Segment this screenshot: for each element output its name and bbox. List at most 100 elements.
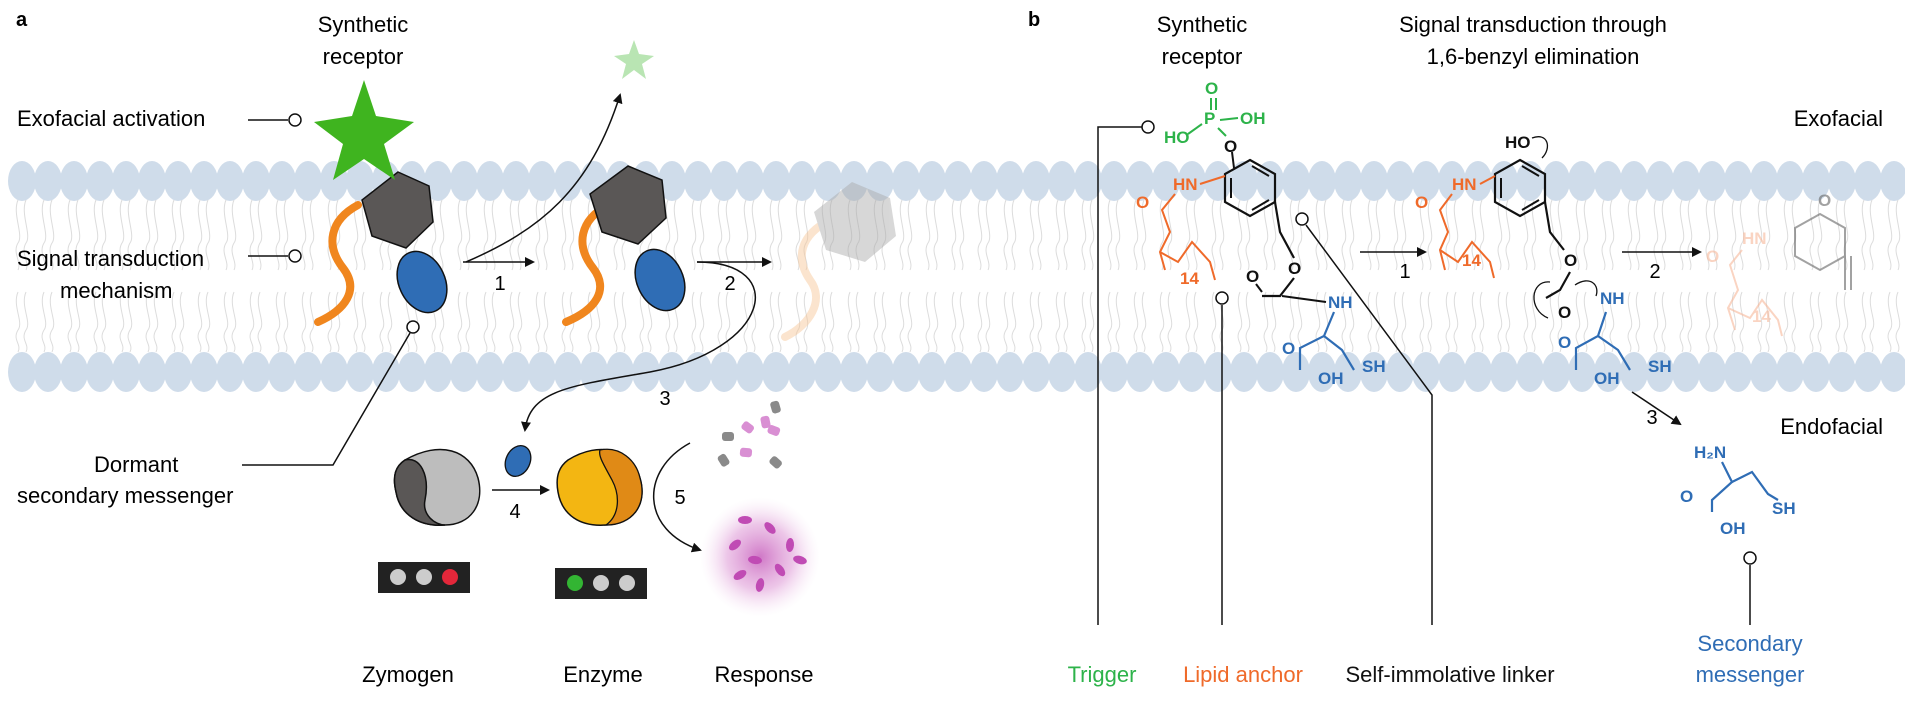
membrane-tail bbox=[257, 291, 263, 353]
membrane-head bbox=[450, 352, 478, 392]
membrane-head bbox=[1828, 161, 1856, 201]
membrane-tail bbox=[361, 199, 367, 271]
membrane-head bbox=[1438, 161, 1466, 201]
ellipse-icon bbox=[504, 444, 532, 478]
response-particle bbox=[738, 516, 752, 524]
label-signal-line2: mechanism bbox=[60, 278, 172, 303]
membrane-tail bbox=[491, 199, 497, 271]
panel-a-title-line2: receptor bbox=[323, 44, 404, 69]
membrane-tail bbox=[23, 291, 29, 353]
membrane-head bbox=[216, 161, 244, 201]
membrane-tail bbox=[483, 291, 489, 353]
molecule-cysteine: H₂N O OH SH bbox=[1680, 443, 1796, 538]
hexagon-icon bbox=[589, 165, 667, 245]
membrane-head bbox=[1204, 352, 1232, 392]
response-particle bbox=[774, 563, 786, 577]
membrane-tail bbox=[1445, 291, 1451, 353]
label-lipid-anchor: Lipid anchor bbox=[1183, 662, 1303, 687]
membrane-tail bbox=[777, 199, 783, 271]
step-label: 3 bbox=[659, 388, 670, 410]
membrane-tail bbox=[41, 199, 47, 271]
substrate-chip bbox=[769, 456, 782, 469]
membrane-head bbox=[1594, 352, 1622, 392]
membrane-head bbox=[762, 161, 790, 201]
membrane-head bbox=[1230, 352, 1258, 392]
atom-SH: SH bbox=[1362, 357, 1386, 376]
membrane-tail bbox=[821, 291, 827, 353]
membrane-tail bbox=[1315, 291, 1321, 353]
membrane-head bbox=[1152, 352, 1180, 392]
membrane-tail bbox=[1627, 199, 1633, 271]
membrane-tail bbox=[1315, 199, 1321, 271]
membrane-head bbox=[996, 161, 1024, 201]
membrane bbox=[8, 161, 1905, 392]
membrane-tail bbox=[93, 199, 99, 271]
membrane-tail bbox=[621, 291, 627, 353]
membrane-tail bbox=[1705, 291, 1711, 353]
membrane-head bbox=[1308, 352, 1336, 392]
membrane-tail bbox=[67, 291, 73, 353]
membrane-tail bbox=[717, 199, 723, 271]
panel-b-title-line2: receptor bbox=[1162, 44, 1243, 69]
membrane-tail bbox=[379, 291, 385, 353]
membrane-tail bbox=[1783, 199, 1789, 271]
enzyme-indicator bbox=[555, 568, 647, 599]
light-off bbox=[619, 575, 635, 591]
membrane-tail bbox=[75, 199, 81, 271]
membrane-head bbox=[164, 161, 192, 201]
membrane-head bbox=[970, 161, 998, 201]
membrane-head bbox=[476, 352, 504, 392]
membrane-tail bbox=[1289, 291, 1295, 353]
membrane-head bbox=[1178, 352, 1206, 392]
star-icon bbox=[314, 80, 414, 180]
membrane-head bbox=[1542, 161, 1570, 201]
membrane-tail bbox=[301, 199, 307, 271]
substrate-chip bbox=[741, 421, 754, 434]
step-label: 2 bbox=[1649, 261, 1660, 283]
label-exofacial: Exofacial bbox=[1794, 106, 1883, 131]
membrane-head bbox=[1620, 161, 1648, 201]
membrane-tail bbox=[1583, 291, 1589, 353]
membrane-head bbox=[1802, 161, 1830, 201]
membrane-tail bbox=[1193, 199, 1199, 271]
membrane-tail bbox=[491, 291, 497, 353]
ellipse-icon bbox=[634, 248, 686, 312]
callout-dot bbox=[406, 320, 420, 334]
atom-O: O bbox=[1818, 191, 1831, 210]
membrane-tail bbox=[1835, 291, 1841, 353]
lipid-tail-icon bbox=[314, 201, 362, 326]
membrane-head bbox=[1646, 161, 1674, 201]
membrane-head bbox=[918, 161, 946, 201]
membrane-head bbox=[580, 352, 608, 392]
atom-HN: HN bbox=[1452, 175, 1477, 194]
substrate-chip bbox=[767, 424, 781, 436]
membrane-tail bbox=[1869, 199, 1875, 271]
membrane-head bbox=[164, 352, 192, 392]
membrane-tail bbox=[1063, 199, 1069, 271]
membrane-tail bbox=[769, 291, 775, 353]
membrane-tail bbox=[309, 291, 315, 353]
atom-HO: HO bbox=[1164, 128, 1190, 147]
membrane-tail bbox=[127, 199, 133, 271]
membrane-tail bbox=[881, 291, 887, 353]
membrane-tail bbox=[249, 291, 255, 353]
bond bbox=[1262, 277, 1295, 298]
membrane-head bbox=[1750, 161, 1778, 201]
membrane-tail bbox=[1895, 199, 1901, 271]
membrane-tail bbox=[873, 291, 879, 353]
membrane-tail bbox=[691, 199, 697, 271]
membrane-tail bbox=[1237, 199, 1243, 271]
membrane-head bbox=[294, 352, 322, 392]
membrane-tail bbox=[1713, 199, 1719, 271]
membrane-tail bbox=[1211, 199, 1217, 271]
membrane-head bbox=[1464, 352, 1492, 392]
release-arrow bbox=[465, 93, 623, 263]
membrane-tail bbox=[907, 199, 913, 271]
membrane-tail bbox=[1549, 199, 1555, 271]
response-burst-icon bbox=[700, 497, 820, 617]
zymogen-dark-part bbox=[393, 458, 446, 526]
bond bbox=[1187, 123, 1203, 135]
membrane-tail bbox=[1887, 199, 1893, 271]
response-particle bbox=[793, 555, 807, 565]
membrane-head bbox=[1854, 161, 1882, 201]
